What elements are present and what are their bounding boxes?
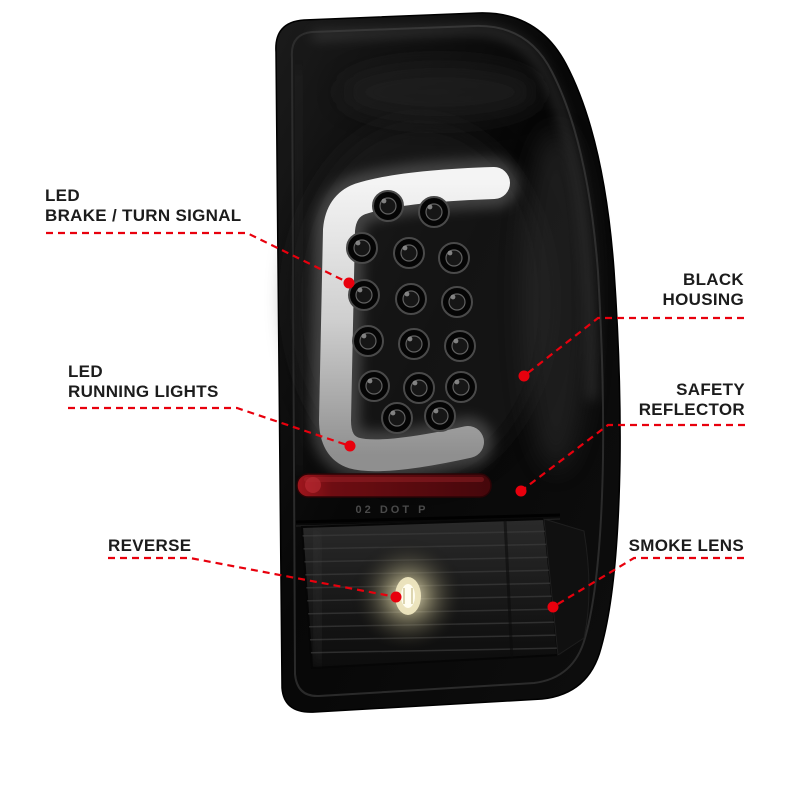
callout-label-smoke-lens: SMOKE LENS — [629, 536, 744, 556]
led-bulb — [444, 330, 476, 362]
callout-label-reverse: REVERSE — [108, 536, 191, 556]
led-light-bar — [310, 158, 519, 481]
callout-label-black-housing: BLACK HOUSING — [663, 270, 744, 310]
callout-line-safety-reflector — [520, 423, 745, 492]
led-bulb — [395, 283, 427, 315]
callout-label-led-running-lights: LED RUNNING LIGHTS — [68, 362, 219, 402]
led-bulb — [398, 328, 430, 360]
callout-text: REFLECTOR — [638, 400, 745, 419]
led-bulb — [403, 372, 435, 404]
callout-dot-led-brake-turn-signal — [343, 277, 355, 289]
led-bulb — [445, 371, 477, 403]
callout-dot-smoke-lens — [547, 601, 559, 613]
callout-label-safety-reflector: SAFETY REFLECTOR — [639, 380, 745, 420]
callout-line-reverse — [108, 556, 397, 599]
callout-text: LED — [68, 362, 103, 381]
callout-dot-black-housing — [518, 370, 530, 382]
led-bulb — [441, 286, 473, 318]
callout-text: RUNNING LIGHTS — [68, 382, 219, 401]
reverse-bulb — [350, 538, 466, 654]
led-bulb — [358, 370, 390, 402]
callout-text: BLACK — [683, 270, 744, 289]
callout-text: HOUSING — [662, 290, 744, 309]
led-bulb — [393, 237, 425, 269]
callout-line-black-housing — [523, 316, 744, 377]
callout-text: LED — [45, 186, 80, 205]
led-bulb — [424, 400, 456, 432]
callout-text: BRAKE / TURN SIGNAL — [45, 206, 242, 225]
callout-leaders — [46, 231, 745, 608]
led-bulb — [372, 190, 404, 222]
callout-dot-safety-reflector — [515, 485, 527, 497]
callout-text: SAFETY — [676, 380, 745, 399]
callout-dot-led-running-lights — [344, 440, 356, 452]
callout-label-led-brake-turn-signal: LED BRAKE / TURN SIGNAL — [45, 186, 241, 226]
safety-reflector-strip — [296, 473, 492, 498]
led-bulb — [381, 402, 413, 434]
callout-line-led-running-lights — [68, 406, 351, 448]
led-bulb — [346, 232, 378, 264]
callout-line-smoke-lens — [552, 556, 744, 608]
callout-dot-reverse — [390, 591, 402, 603]
lamp-marking-text: 02 DOT P — [356, 504, 429, 516]
callout-dots — [343, 277, 559, 613]
callout-text: REVERSE — [108, 536, 192, 555]
callout-line-led-brake-turn-signal — [46, 231, 350, 284]
reverse-lens — [300, 517, 590, 670]
led-bulb — [418, 196, 450, 228]
callout-text: SMOKE LENS — [628, 536, 744, 555]
led-bulb — [352, 325, 384, 357]
led-bulb — [438, 242, 470, 274]
